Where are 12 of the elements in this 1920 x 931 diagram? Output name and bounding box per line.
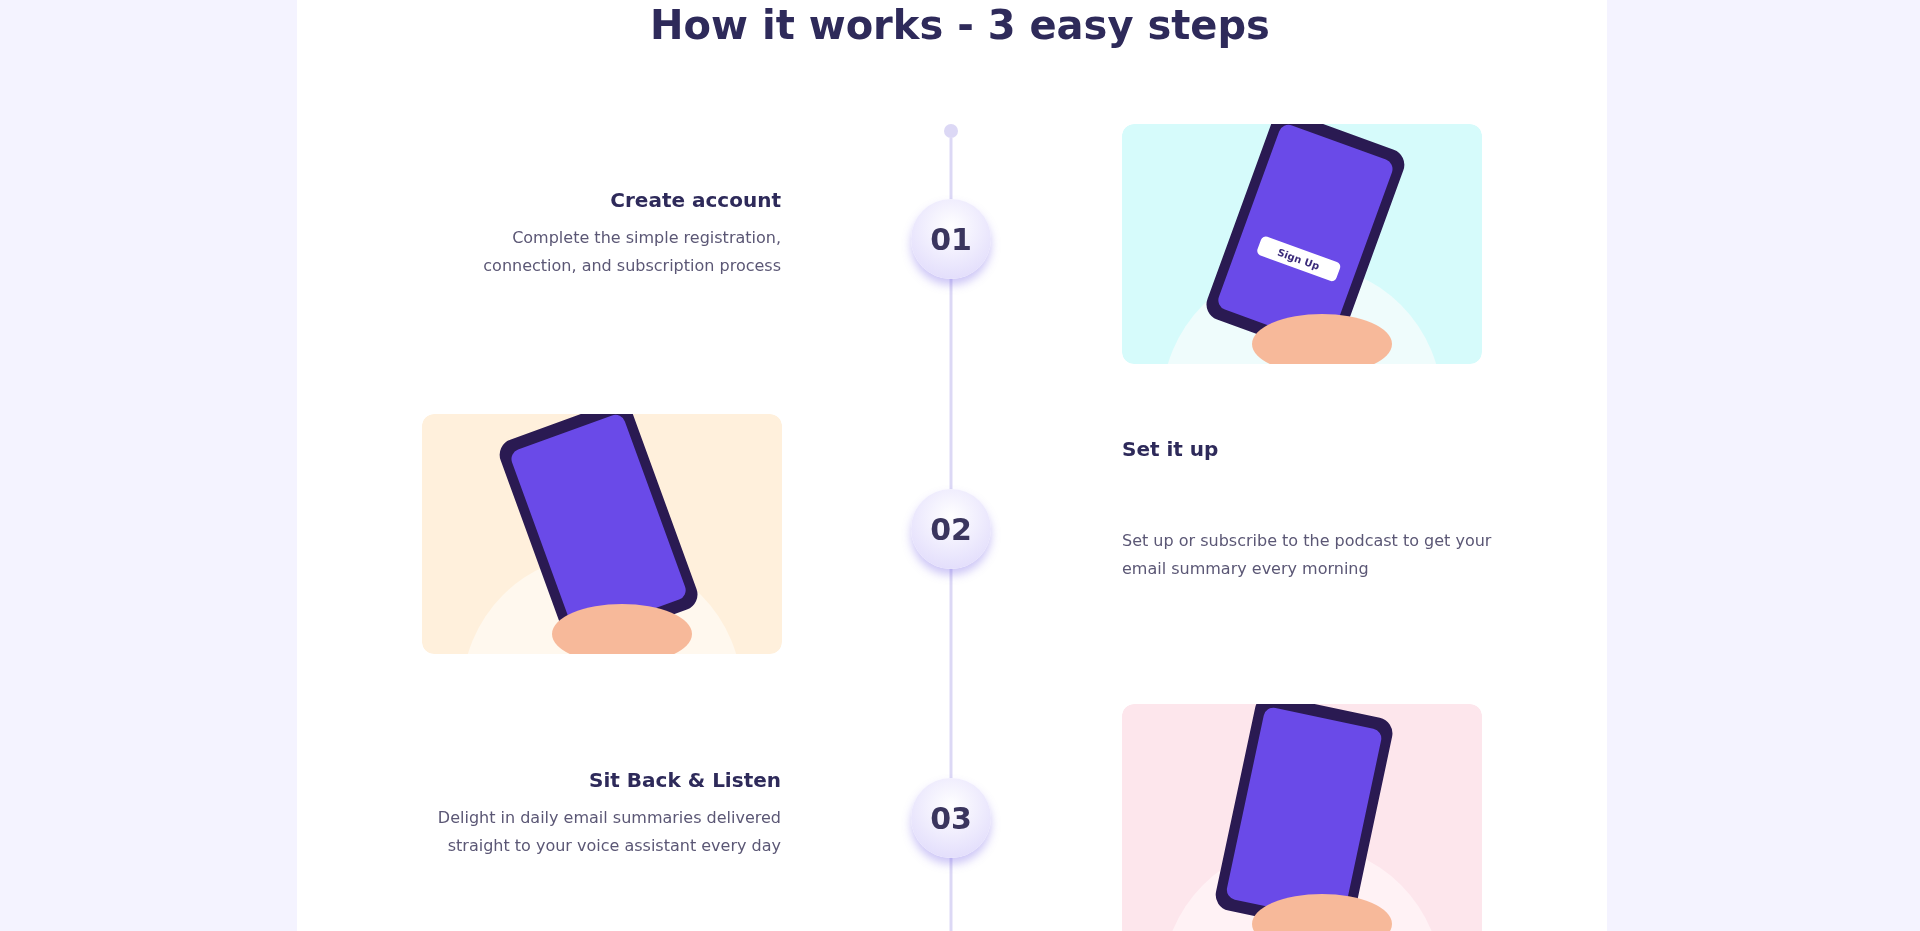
step-description: Complete the simple registration, connection, and subscription process xyxy=(482,227,781,277)
step-description: Set up or subscribe to the podcast to get your email summary every morning xyxy=(1122,530,1493,580)
step-title: Sit Back & Listen xyxy=(588,768,781,792)
timeline-line xyxy=(949,858,953,931)
sign-up-button: Sign Up xyxy=(1255,235,1342,283)
timeline-line xyxy=(949,569,953,778)
timeline-line xyxy=(949,279,953,489)
timeline-line xyxy=(949,138,953,199)
step-title: Set it up xyxy=(1122,437,1220,461)
heading: How it works - 3 easy steps xyxy=(649,2,1271,48)
step-title: Create account xyxy=(609,188,781,212)
step-description: Delight in daily email summaries delivered straight to your voice assistant every day xyxy=(436,807,781,857)
